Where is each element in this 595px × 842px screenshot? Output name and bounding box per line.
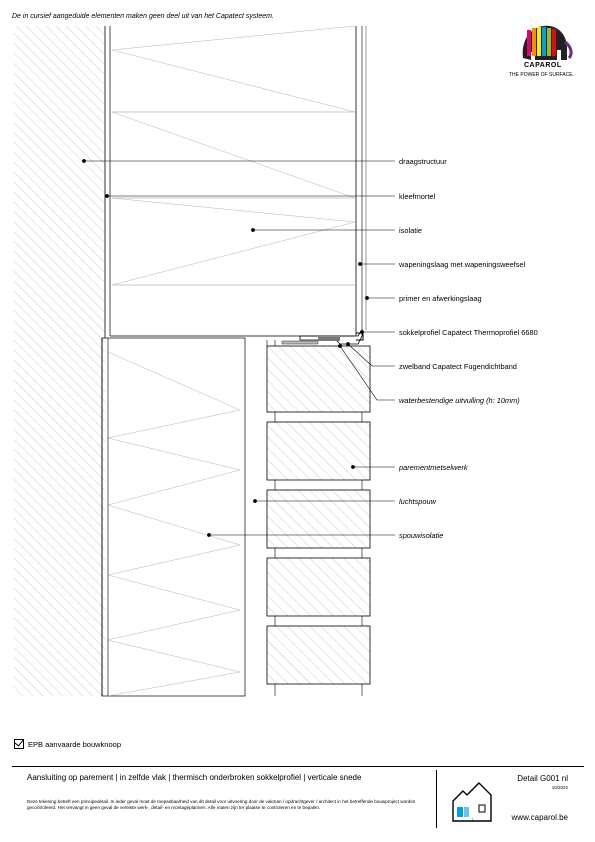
label-parement: parementmetselwerk [399,463,468,472]
detail-title: Aansluiting op parement | in zelfde vlak… [27,773,362,782]
draagstructuur-fill [14,26,105,696]
epb-approval: EPB aanvaarde bouwknoop [14,739,121,749]
label-isolatie: isolatie [399,226,423,235]
title-block-divider [436,770,437,828]
parement-bricks [266,340,371,696]
label-luchtspouw: luchtspouw [399,497,436,506]
leader-lines [82,159,395,537]
disclaimer-text: Deze tekening betreft een principedetail… [27,799,416,811]
house-icon [452,782,492,822]
label-uitvulling: waterbestendige uitvulling (h: 10mm) [399,396,520,405]
sokkelprofiel-shape [299,328,364,345]
isolatie-panel [109,25,367,337]
detail-date: 10/2022 [551,785,568,790]
brand-tagline: THE POWER OF SURFACE. [509,72,575,78]
label-zwelband: zwelband Capatect Fugendichtband [399,362,517,371]
title-block [12,766,584,831]
caparol-elephant-logo-icon [522,25,573,60]
website-link[interactable]: www.caparol.be [511,813,568,822]
label-kleefmortel: kleefmortel [399,192,436,201]
system-note: De in cursief aangeduide elementen maken… [12,13,274,20]
brand-name: CAPAROL [524,62,562,69]
spouwisolatie-panel [101,337,246,697]
label-primer: primer en afwerkingslaag [399,294,482,303]
detail-number: Detail G001 nl [517,774,568,783]
label-spouwisolatie: spouwisolatie [399,531,444,540]
label-sokkelprofiel: sokkelprofiel Capatect Thermoprofiel 668… [399,328,538,337]
epb-label: EPB aanvaarde bouwknoop [28,739,121,749]
checkmark-icon [14,739,24,749]
label-draagstructuur: draagstructuur [399,157,447,166]
label-wapeningslaag: wapeningslaag met wapeningsweefsel [399,260,526,269]
